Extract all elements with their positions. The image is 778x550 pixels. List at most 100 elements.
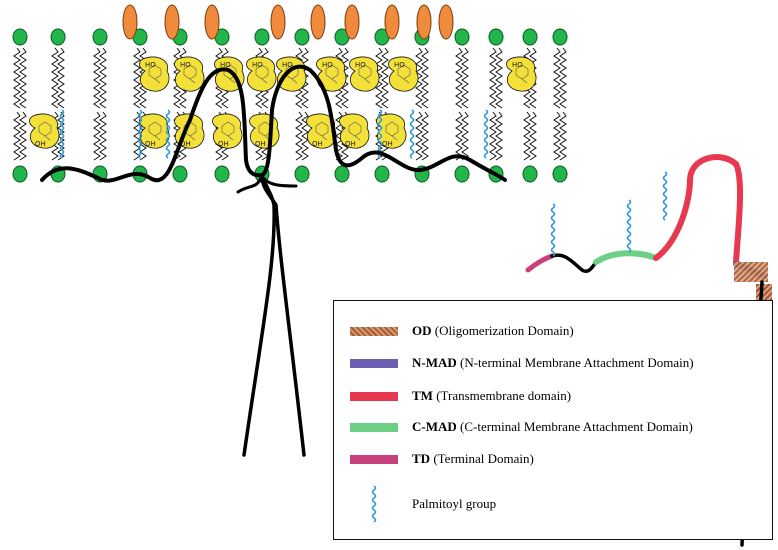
lipid-head-bottom (172, 165, 188, 183)
steroid-rings (358, 64, 372, 84)
steroid-rings (325, 64, 339, 84)
lipid-head-bottom (334, 165, 350, 183)
hydroxyl-label: OH (345, 140, 356, 148)
nmad-label: (N-terminal Membrane Attachment Domain) (460, 355, 694, 370)
hydroxyl-label: OH (255, 140, 266, 148)
cholesterol: HO (316, 56, 347, 92)
lipid-tail (489, 47, 497, 109)
cholesterol-body (139, 113, 170, 149)
lipid-head-bottom (214, 165, 230, 183)
palmitoyl-group (409, 109, 415, 159)
cholesterol: HO (276, 56, 307, 92)
hydroxyl-label: OH (312, 140, 323, 148)
lipid-head-bottom (374, 165, 390, 183)
lipid-tails-bottom (13, 111, 567, 161)
cholesterol-body (29, 113, 60, 149)
palmitoyl-group (550, 203, 556, 257)
cholesterol-body (349, 56, 380, 92)
lipid-tail (421, 47, 429, 109)
cholesterol: HO (349, 56, 380, 92)
hydroxyl-label: HO (322, 61, 333, 69)
cholesterol: HO (388, 56, 419, 92)
raft-lipid-head (384, 4, 400, 40)
palmitoyl-group (626, 199, 632, 253)
lipid-tail (415, 47, 423, 109)
lipid-tail (529, 111, 537, 161)
cholesterol: OH (139, 113, 170, 149)
cholesterol: HO (246, 56, 277, 92)
hydroxyl-label: OH (382, 140, 393, 148)
raft-lipid-head (204, 4, 220, 40)
hydroxyl-label: HO (282, 61, 293, 69)
steroid-rings (255, 64, 269, 84)
legend-item-nmad: N-MAD (N-terminal Membrane Attachment Do… (350, 353, 694, 373)
hydroxyl-label: HO (252, 61, 263, 69)
lipid-tail (301, 111, 309, 161)
chain-branch-left (236, 174, 264, 194)
lipid-head-bottom (12, 165, 28, 183)
lipid-tail (489, 111, 497, 161)
cholesterol: OH (249, 113, 280, 149)
cmad-segment (593, 250, 659, 265)
lipid-tail (415, 111, 423, 161)
palmitoyl-group (483, 109, 489, 159)
chain-branch-right (260, 174, 298, 188)
cholesterol-body (246, 56, 277, 92)
hydroxyl-label: HO (180, 61, 191, 69)
nmad-swatch (350, 358, 398, 368)
hydroxyl-label: HO (355, 61, 366, 69)
lipid-head-top (488, 28, 504, 46)
cholesterol-body (376, 113, 407, 149)
tm-segment (653, 154, 744, 265)
lipid-tail (99, 47, 107, 109)
lipid-head-top (254, 28, 270, 46)
hydroxyl-label: HO (145, 61, 156, 69)
od-label: (Oligomerization Domain) (434, 323, 574, 338)
lipid-tail (559, 111, 567, 161)
linker-segment (550, 253, 598, 274)
cmad-abbr: C-MAD (412, 419, 457, 434)
legend-item-td: TD (Terminal Domain) (350, 449, 534, 469)
palmitoyl-group (165, 109, 171, 159)
lipid-tail (553, 47, 561, 109)
lipid-tail (381, 47, 389, 109)
cholesterol-body (388, 56, 419, 92)
palmitoyl-swatch-icon (371, 485, 377, 523)
lipid-tail (19, 47, 27, 109)
steroid-rings (397, 64, 411, 84)
steroid-rings (38, 121, 52, 141)
cholesterol: HO (139, 56, 170, 92)
lipid-tail (523, 111, 531, 161)
nmad-abbr: N-MAD (412, 355, 457, 370)
steroid-rings (385, 121, 399, 141)
cmad-swatch (350, 422, 398, 432)
legend-item-tm: TM (Transmembrane domain) (350, 386, 571, 406)
raft-lipid-head (438, 4, 454, 40)
lipid-tail (295, 111, 303, 161)
lipid-tail (421, 111, 429, 161)
lipid-tail (173, 111, 181, 161)
hydroxyl-label: HO (220, 61, 231, 69)
cholesterol-body (139, 56, 170, 92)
td-label: (Terminal Domain) (433, 451, 534, 466)
chain-stem-left (242, 174, 276, 457)
td-segment (525, 253, 555, 273)
palmitoyl-label: Palmitoyl group (412, 496, 497, 511)
lipid-head-top (50, 28, 66, 46)
lipid-head-bottom (552, 165, 568, 183)
lipid-tail (99, 111, 107, 161)
od-abbr: OD (412, 323, 432, 338)
cholesterol-body (212, 113, 243, 149)
raft-lipid-head (164, 4, 180, 40)
protein-chain (40, 64, 507, 457)
cholesterol-body (339, 113, 370, 149)
palmitoyl-group (59, 109, 65, 159)
palmitoyl-groups-membrane (59, 109, 489, 159)
lipid-head-top (522, 28, 538, 46)
lipid-heads (12, 4, 568, 183)
steroid-rings (221, 121, 235, 141)
palmitoyl-group (377, 109, 383, 159)
lipid-tail (13, 47, 21, 109)
cholesterol: HO (506, 56, 537, 92)
